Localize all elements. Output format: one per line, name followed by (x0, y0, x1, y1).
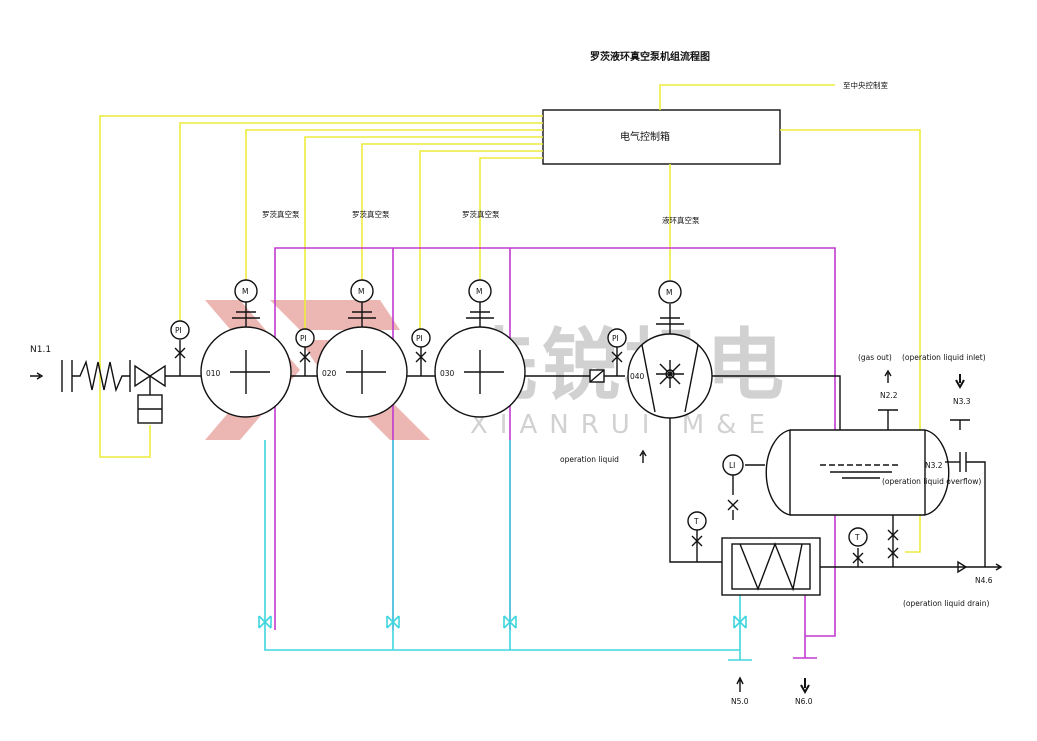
svg-text:PI: PI (175, 326, 182, 335)
cyan-lines (258, 440, 752, 661)
gas-out-label: (gas out) (858, 353, 892, 362)
pump-label-liquid-ring: 液环真空泵 (662, 215, 700, 225)
roots-pump-010: 010 M 罗茨真空泵 (200, 209, 300, 418)
svg-text:M: M (358, 287, 364, 296)
liquid-inlet-arrow-icon (955, 374, 965, 390)
control-cabinet-box (542, 109, 781, 165)
svg-text:M: M (242, 287, 248, 296)
control-cabinet-label: 电气控制箱 (620, 130, 670, 143)
t-indicator-left: T (687, 511, 707, 562)
heat-exchanger (721, 537, 821, 596)
n5-arrow-icon (736, 676, 744, 692)
motor-icon (350, 279, 374, 303)
pump-label-roots-2: 罗茨真空泵 (352, 209, 390, 219)
flexible-hose (72, 359, 130, 393)
signal-lines (99, 84, 921, 553)
roots-pump-030: 030 M 罗茨真空泵 (434, 209, 526, 418)
svg-text:PI: PI (416, 334, 423, 343)
inlet-arrow-icon (30, 372, 44, 380)
nozzle-n6-0-group: N6.0 (795, 678, 813, 706)
pump-label-roots-3: 罗茨真空泵 (462, 209, 500, 219)
svg-text:M: M (476, 287, 482, 296)
pi-040: PI (607, 328, 627, 376)
svg-text:PI: PI (300, 334, 307, 343)
liquid-inlet-label: (operation liquid inlet) (902, 353, 986, 362)
pi-030: PI (411, 328, 431, 376)
drain-arrow-icon (985, 563, 1003, 571)
nozzle-n1-1: N1.1 (30, 345, 51, 355)
motor-icon (468, 279, 492, 303)
nozzle-n6-0: N6.0 (795, 697, 813, 706)
gas-out-annotation: (gas out) N2.2 (858, 353, 898, 400)
roots-pump-020: 020 M 罗茨真空泵 (316, 209, 408, 418)
inlet-section: N1.1 PI (30, 320, 205, 424)
watermark-english: XIANRUI M&E (470, 410, 777, 440)
pump-tag-040: 040 (630, 372, 645, 381)
pi-020: PI (295, 328, 315, 376)
nozzle-n4-6: N4.6 (975, 576, 993, 585)
svg-text:T: T (693, 517, 699, 526)
svg-text:T: T (854, 533, 860, 542)
inlet-valve (134, 364, 166, 388)
liquid-inlet-annotation: (operation liquid inlet) N3.3 (902, 353, 986, 406)
nozzle-n3-3: N3.3 (953, 397, 971, 406)
svg-text:M: M (666, 288, 672, 297)
t-indicator-right: T (848, 527, 868, 567)
gas-liquid-separator: LI (722, 409, 986, 567)
pump-tag-030: 030 (440, 369, 455, 378)
pump-tag-010: 010 (206, 369, 221, 378)
svg-text:PI: PI (612, 334, 619, 343)
pump-label-roots-1: 罗茨真空泵 (262, 209, 300, 219)
nozzle-n5-0-group: N5.0 (731, 676, 749, 706)
nozzle-n3-2: N3.2 (925, 461, 943, 470)
liquid-ring-pump-040: 040 M 液环真空泵 (627, 215, 713, 419)
pump-tag-020: 020 (322, 369, 337, 378)
pressure-indicator (170, 320, 190, 340)
drain-label: (operation liquid drain) (903, 599, 990, 608)
operation-liquid-arrow-icon (639, 449, 647, 463)
svg-text:LI: LI (729, 461, 735, 470)
n6-arrow-icon (800, 678, 810, 695)
overflow-label: (operation liquid overflow) (882, 477, 981, 486)
nozzle-n5-0: N5.0 (731, 697, 749, 706)
gas-out-arrow-icon (884, 369, 892, 383)
drain-valve (957, 560, 968, 574)
central-control-room-label: 至中央控制室 (843, 80, 888, 90)
motor-icon (658, 280, 682, 304)
diagram-title: 罗茨液环真空泵机组流程图 (590, 50, 710, 63)
operation-liquid-label: operation liquid (560, 455, 619, 464)
nozzle-n2-2: N2.2 (880, 391, 898, 400)
motor-icon (234, 279, 258, 303)
